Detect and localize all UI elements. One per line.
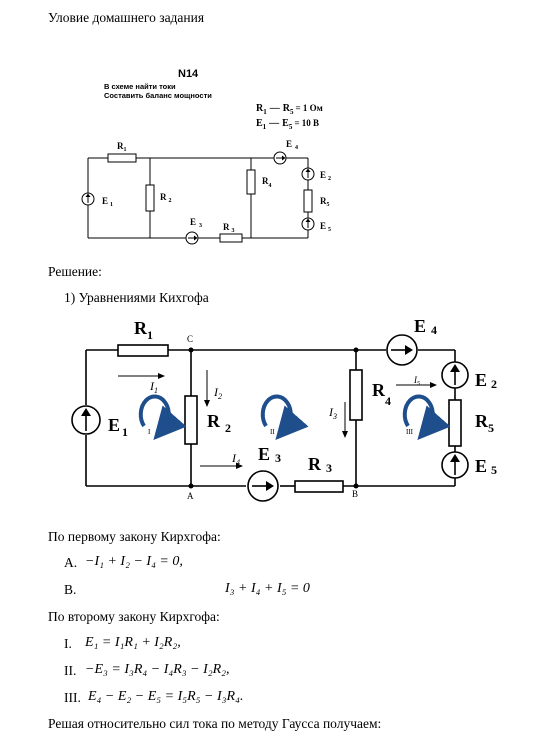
eq-3: E₄ − E₂ − E₅ = I₅R₅ − I₃R₄. [88, 689, 244, 704]
kirchhoff2-title: По второму закону Кирхгофа: [48, 609, 220, 624]
resistor-r1 [117, 344, 169, 357]
eq-b: I₃ + I₄ + I₅ = 0 [225, 581, 310, 596]
eq-a-label: A. [64, 555, 78, 570]
i3-label: I3 [328, 405, 337, 421]
main-circuit-wires [85, 349, 456, 487]
task-line1: В схеме найти токи [104, 82, 176, 91]
r1-label: R1 [134, 318, 153, 342]
resistor-r2 [184, 395, 198, 445]
task-r-label: R1—R5= 1 Ом [256, 103, 323, 116]
loop-arrow-1 [138, 394, 187, 441]
small-e1 [81, 192, 95, 206]
node-c-dot [188, 347, 194, 353]
node-c-label: C [187, 334, 193, 344]
eq-2: −E₃ = I₃R₄ − I₄R₃ − I₂R₂, [85, 662, 230, 677]
current-arrows [118, 370, 437, 469]
loop-arrow-3 [402, 394, 451, 441]
eq-1: E₁ = I₁R₁ + I₂R₂, [85, 635, 181, 650]
loop-arrows [138, 394, 451, 441]
loop-1-label: I [148, 428, 151, 436]
doc-header: Уловие домашнего задания [48, 10, 205, 25]
small-r5 [303, 189, 313, 213]
source-e1 [71, 405, 101, 435]
small-r1 [107, 153, 137, 163]
source-e2 [441, 361, 469, 389]
source-e4 [386, 334, 418, 366]
eq-b-label: B. [64, 582, 77, 597]
small-e2 [301, 167, 315, 181]
node-b-label: B [352, 489, 358, 499]
i5-label: I5 [413, 375, 420, 387]
resistor-r3 [294, 480, 344, 493]
small-e4 [273, 151, 287, 165]
r4-label: R4 [372, 380, 391, 408]
i2-label: I2 [213, 385, 222, 401]
node-a-dot [188, 483, 194, 489]
small-r2 [145, 184, 155, 212]
loop-3-label: III [406, 428, 414, 436]
eq-2-label: II. [64, 663, 77, 678]
node-b-dot [353, 483, 359, 489]
node-a-label: A [187, 491, 194, 501]
small-r4-label: R4 [262, 176, 272, 189]
source-e5 [441, 451, 469, 479]
small-r4 [246, 169, 256, 195]
resistor-r4 [349, 369, 363, 421]
r5-label: R5 [475, 411, 494, 435]
loop-arrow-2 [260, 394, 309, 441]
small-r5-label: R5 [320, 196, 330, 208]
task-figure: N14 В схеме найти токи Составить баланс … [81, 68, 331, 245]
task-line2: Составить баланс мощности [104, 91, 212, 100]
final-line: Решая относительно сил тока по методу Га… [48, 716, 382, 731]
solution-label: Решение: [48, 264, 102, 279]
small-e5 [301, 217, 315, 231]
small-circuit-wires [87, 157, 309, 239]
i4-label: I4 [231, 451, 240, 467]
small-r3 [219, 233, 243, 243]
task-e-label: E1—E5= 10 В [256, 118, 319, 131]
eq-a: −I₁ + I₂ − I₄ = 0, [85, 554, 183, 569]
source-e3 [247, 470, 279, 502]
loop-2-label: II [270, 428, 275, 436]
eq-1-label: I. [64, 636, 72, 651]
task-number: N14 [178, 68, 199, 80]
node-top-right-dot [353, 347, 359, 353]
kirchhoff1-title: По первому закону Кирхгофа: [48, 529, 221, 544]
method-item: 1) Уравнениями Кихгофа [64, 290, 209, 305]
eq-3-label: III. [64, 690, 81, 705]
small-r1-label: R1 [117, 141, 127, 153]
resistor-r5 [448, 399, 462, 447]
small-e3 [185, 231, 199, 245]
i1-label: I1 [149, 379, 158, 395]
